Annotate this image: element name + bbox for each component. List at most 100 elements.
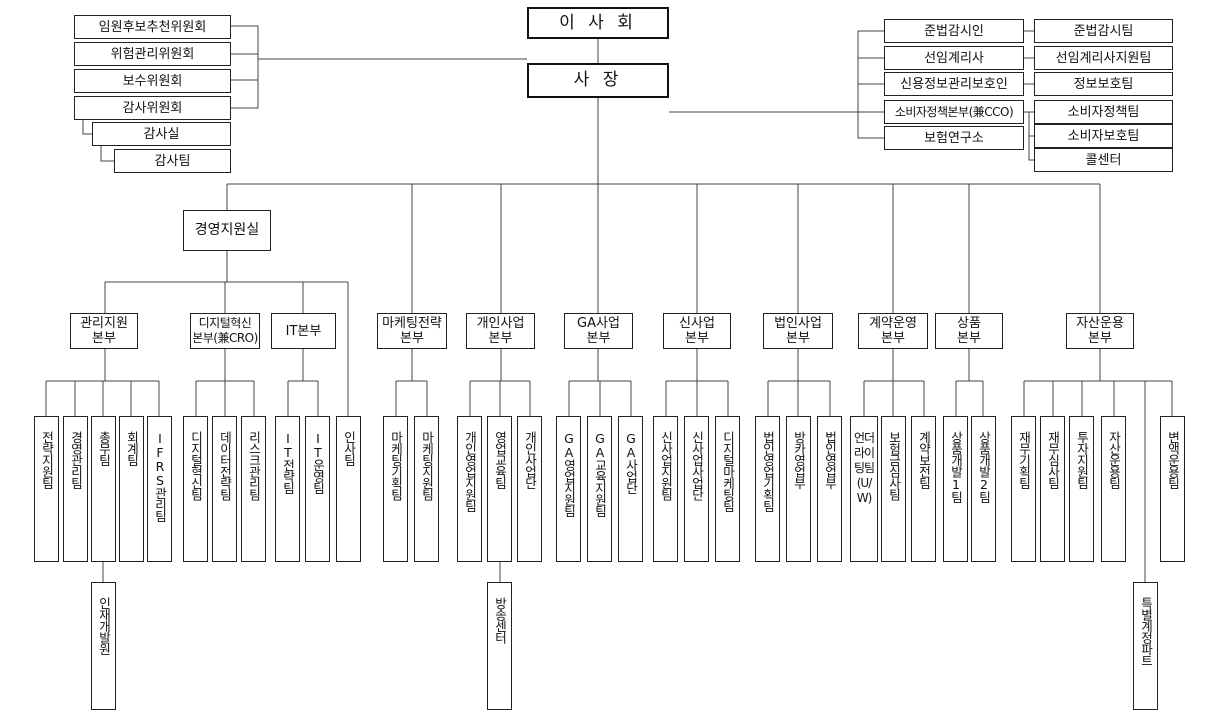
team-label: 상품개발1팀 [948,431,964,503]
team-box: 총무팀 [91,416,116,562]
board-box: 이 사 회 [527,7,669,39]
staff-unit-label: 선임계리사 [924,50,984,66]
team-label: 자산운용팀 [1106,431,1122,489]
division-label: 디지털혁신 본부(兼CRO) [192,316,258,345]
team-label: 재무심사팀 [1045,431,1061,489]
division-label: 자산운용 본부 [1076,316,1124,346]
sub-team-box: 특별계정파트 [1133,582,1158,710]
team-label: IFRS관리팀 [152,431,168,522]
staff-unit-label: 신용정보관리보호인 [900,76,1008,92]
team-label: 법인영업부 [822,431,838,489]
ceo-label: 사 장 [573,70,623,90]
team-box: 재무기획팀 [1011,416,1036,562]
audit-team-box: 감사팀 [114,149,231,173]
team-box: 마케팅기획팀 [383,416,408,562]
audit-office-box: 감사실 [92,122,231,146]
staff-unit-box: 보험연구소 [884,126,1024,150]
division-box: 법인사업 본부 [763,313,833,349]
team-label: 회계팀 [124,431,140,466]
team-label: 재무기획팀 [1016,431,1032,489]
committee-box: 위험관리위원회 [74,42,231,66]
division-label: 법인사업 본부 [774,316,822,346]
staff-team-box: 소비자보호팀 [1034,124,1173,148]
team-box: 개인사업단 [517,416,542,562]
team-box: GA교육지원팀 [587,416,612,562]
team-box: 법인영업기획팀 [755,416,780,562]
staff-team-label: 콜센터 [1085,152,1122,168]
team-box: 회계팀 [119,416,144,562]
team-box: 경영관리팀 [63,416,88,562]
division-box: 상품 본부 [935,313,1003,349]
staff-unit-box: 소비자정책본부(兼CCO) [884,100,1024,124]
team-label: 디지털혁신팀 [188,431,204,500]
team-label: 리스크관리팀 [246,431,262,500]
team-label: 신사업사업단 [689,431,705,500]
division-box: 개인사업 본부 [466,313,535,349]
team-box: 상품개발1팀 [943,416,968,562]
staff-unit-box: 준법감시인 [884,19,1024,43]
audit-team-label: 감사팀 [154,153,191,169]
team-label: 계약보전팀 [916,431,932,489]
team-box: 인사팀 [336,416,361,562]
team-label: GA사업단 [623,431,639,494]
division-box: 자산운용 본부 [1066,313,1134,349]
division-box: 계약운영 본부 [858,313,928,349]
team-label: 전략지원팀 [39,431,55,489]
staff-team-box: 준법감시팀 [1034,19,1173,43]
staff-unit-box: 선임계리사 [884,46,1024,70]
division-box: IT본부 [271,313,336,349]
team-label: 마케팅기획팀 [388,431,404,500]
team-label: 변액운용팀 [1165,431,1181,489]
team-box: 디지털마케팅팀 [715,416,740,562]
sub-team-box: 방송센터 [487,582,512,710]
team-label: 데이터전략팀 [217,431,233,500]
team-label: 마케팅지원팀 [419,431,435,500]
team-label: 영업교육팀 [492,431,508,489]
team-box: 상품개발2팀 [971,416,996,562]
team-box: 마케팅지원팀 [414,416,439,562]
team-label: 디지털마케팅팀 [720,431,736,512]
sub-team-box: 인재개발원 [91,582,116,710]
team-box: GA사업단 [618,416,643,562]
team-label: IT전략팀 [280,431,296,494]
team-label: 언더라이팅팀 (U/W) [853,431,875,505]
division-label: GA사업 본부 [577,316,620,346]
committee-box: 보수위원회 [74,69,231,93]
sub-team-label: 특별계정파트 [1138,597,1154,666]
team-label: 투자지원팀 [1074,431,1090,489]
team-box: IFRS관리팀 [147,416,172,562]
staff-team-label: 선임계리사지원팀 [1055,50,1152,66]
team-box: 언더라이팅팀 (U/W) [850,416,878,562]
division-box: 신사업 본부 [663,313,731,349]
division-label: 계약운영 본부 [869,316,917,346]
team-label: 개인영업지원팀 [462,431,478,512]
division-label: 신사업 본부 [679,316,715,346]
staff-unit-label: 보험연구소 [924,130,984,146]
team-box: 데이터전략팀 [212,416,237,562]
team-box: 전략지원팀 [34,416,59,562]
team-label: IT운영팀 [310,431,326,494]
mgmt-support-box: 경영지원실 [183,210,271,251]
team-label: 총무팀 [96,431,112,466]
team-box: 법인영업부 [817,416,842,562]
team-box: 신사업사업단 [684,416,709,562]
team-box: 재무심사팀 [1040,416,1065,562]
division-label: 관리지원 본부 [80,316,128,346]
staff-unit-box: 신용정보관리보호인 [884,72,1024,96]
staff-team-label: 준법감시팀 [1073,23,1134,39]
team-label: GA영업지원팀 [561,431,577,517]
team-box: 계약보전팀 [911,416,936,562]
team-box: 리스크관리팀 [241,416,266,562]
staff-unit-label: 소비자정책본부(兼CCO) [894,104,1014,119]
team-box: IT전략팀 [275,416,300,562]
team-label: 개인사업단 [522,431,538,489]
staff-team-label: 소비자정책팀 [1067,104,1140,120]
division-label: 마케팅전략 본부 [382,316,442,346]
team-box: 투자지원팀 [1069,416,1094,562]
division-label: 개인사업 본부 [476,316,525,346]
team-box: IT운영팀 [305,416,330,562]
team-box: 영업교육팀 [487,416,512,562]
staff-team-box: 선임계리사지원팀 [1034,46,1173,70]
team-label: 보험금심사팀 [886,431,902,500]
staff-team-label: 소비자보호팀 [1067,128,1140,144]
